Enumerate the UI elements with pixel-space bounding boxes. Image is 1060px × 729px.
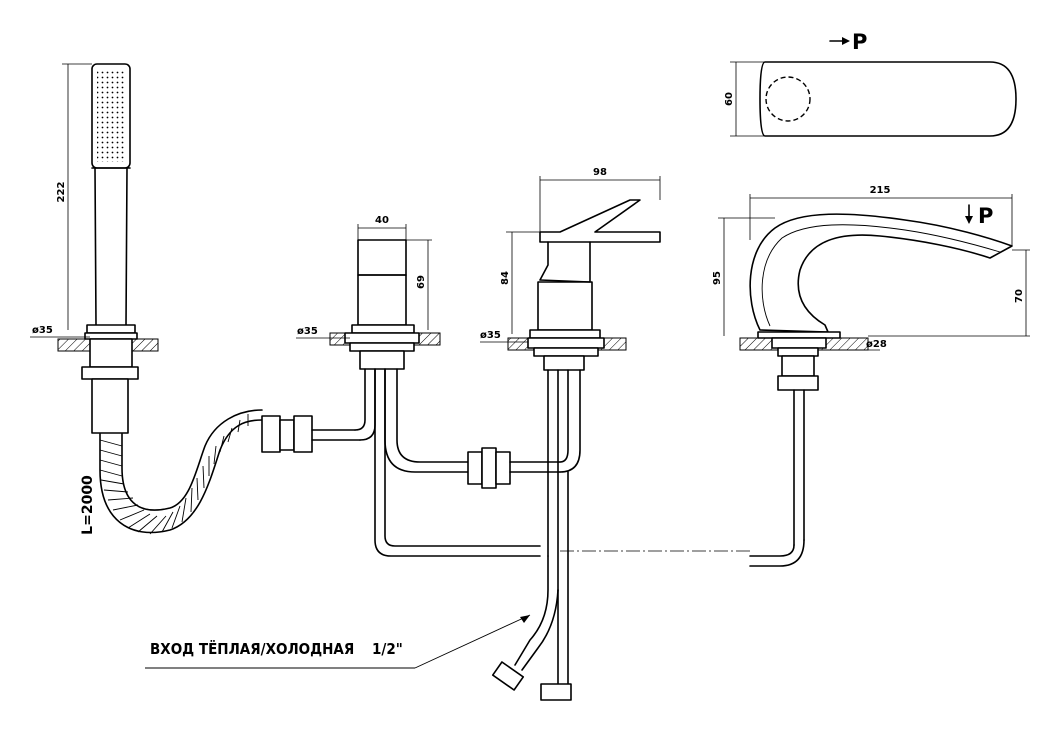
spout-body <box>739 213 1013 567</box>
shower-height-label: 222 <box>56 182 67 203</box>
mixer-body <box>507 199 661 371</box>
spout-top-view: 60 P <box>724 30 1017 137</box>
spout-outlet-height-label: 70 <box>1014 289 1025 303</box>
hose-length-dimension: L=2000 <box>80 475 96 535</box>
diverter-diameter-label: ø35 <box>297 326 318 337</box>
top-view-flow-marker: P <box>852 30 867 54</box>
hose-length-label: L=2000 <box>80 475 96 535</box>
hose-coils <box>99 414 249 535</box>
inlet-note: ВХОД ТЁПЛАЯ/ХОЛОДНАЯ 1/2" <box>145 614 531 669</box>
shower-height-dimension: 222 ø35 <box>30 63 92 338</box>
diverter-height-label: 69 <box>416 275 427 289</box>
inlet-thread-label: 1/2" <box>372 640 403 658</box>
spout-height-label: 95 <box>712 271 723 285</box>
spout-diameter-label: ø28 <box>866 339 887 350</box>
top-view-depth-label: 60 <box>724 92 735 106</box>
water-pipes <box>374 368 750 701</box>
diverter-dimensions: 40 69 ø35 <box>296 215 432 339</box>
inlet-label: ВХОД ТЁПЛАЯ/ХОЛОДНАЯ <box>150 639 354 658</box>
spout-flow-marker: P <box>978 204 993 228</box>
flexible-hose <box>99 409 361 535</box>
mixer-dimensions: 98 84 ø35 <box>480 167 661 343</box>
spout-length-label: 215 <box>870 185 891 196</box>
diverter-width-label: 40 <box>375 215 389 226</box>
mixer-width-label: 98 <box>593 167 607 178</box>
mixer-height-label: 84 <box>500 271 511 285</box>
hand-shower <box>57 63 159 434</box>
mixer-diameter-label: ø35 <box>480 330 501 341</box>
spout-dimensions: 215 95 70 ø28 P <box>712 185 1030 351</box>
shower-diameter-label: ø35 <box>32 325 53 336</box>
